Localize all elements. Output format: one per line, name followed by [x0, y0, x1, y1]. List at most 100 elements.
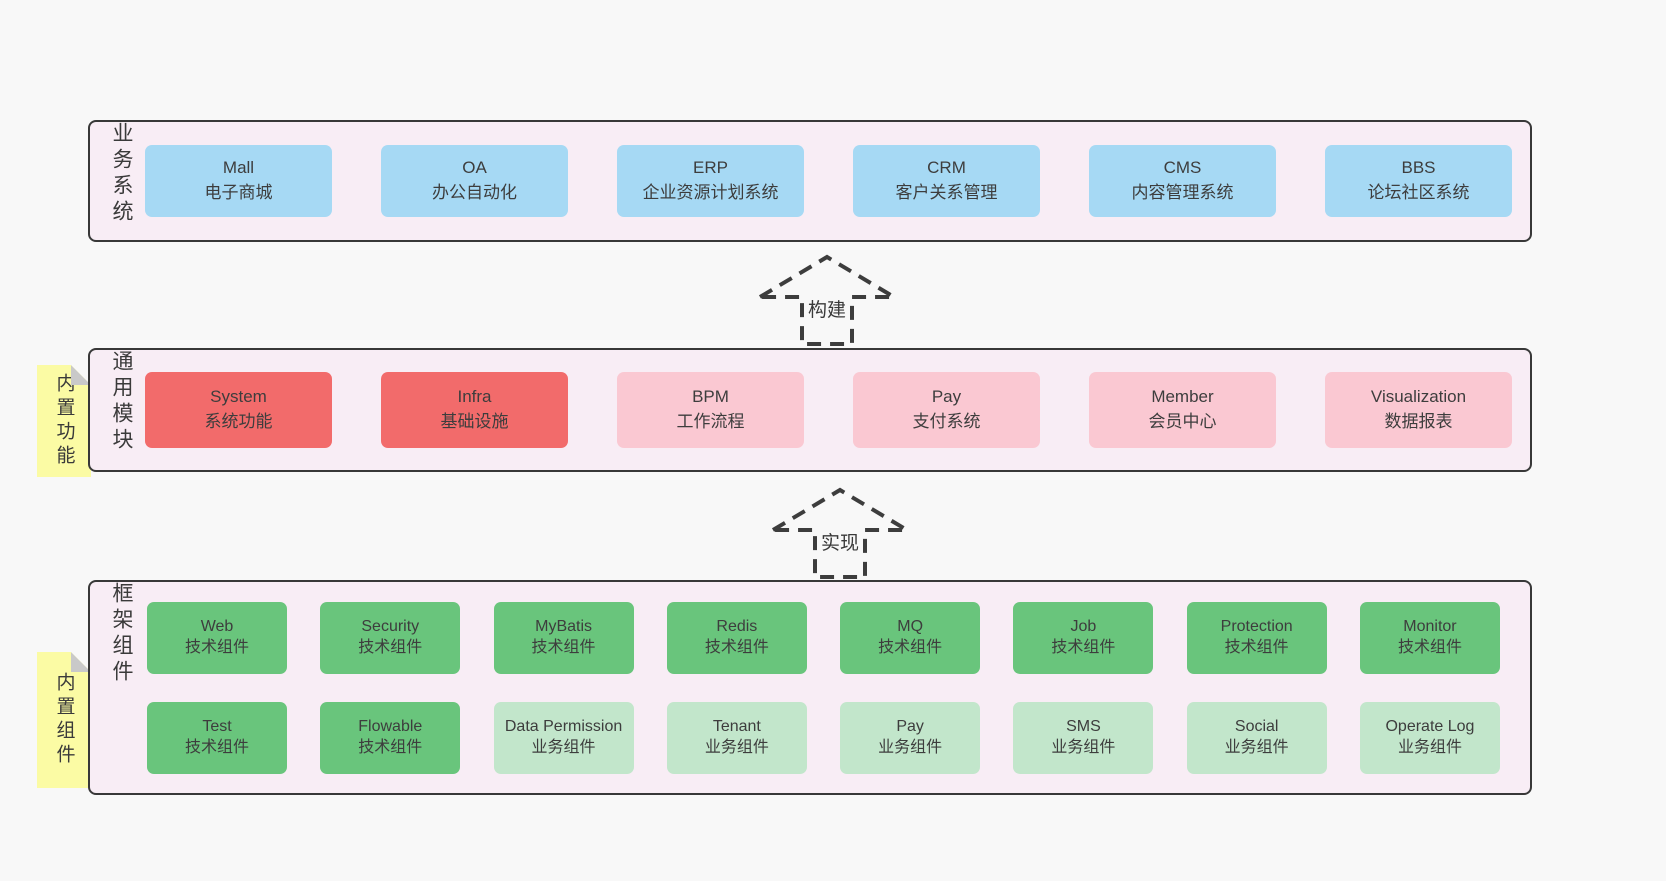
box-sms: SMS 业务组件	[1013, 702, 1154, 774]
box-name: Tenant	[712, 718, 761, 736]
box-name: CRM	[927, 158, 966, 178]
box-desc: 系统功能	[204, 412, 273, 431]
box-infra: Infra 基础设施	[381, 372, 568, 448]
box-mybatis: MyBatis 技术组件	[493, 602, 634, 674]
components-rows: Web 技术组件 Security 技术组件 MyBatis 技术组件 Redi…	[147, 602, 1500, 774]
box-name: BBS	[1401, 158, 1436, 178]
box-desc: 业务组件	[1397, 739, 1462, 756]
box-desc: 技术组件	[1051, 639, 1116, 656]
box-visualization: Visualization 数据报表	[1325, 372, 1512, 448]
box-bpm: BPM 工作流程	[617, 372, 804, 448]
box-name: Security	[361, 618, 420, 636]
band-business-systems: 业务系统 Mall 电子商城 OA 办公自动化 ERP 企业资源计划系统 CRM…	[88, 120, 1532, 242]
box-desc: 技术组件	[184, 639, 249, 656]
box-name: Member	[1151, 387, 1214, 407]
box-name: Redis	[716, 618, 758, 636]
sticky-label: 内置功能	[53, 373, 75, 469]
band-common-modules: 通用模块 System 系统功能 Infra 基础设施 BPM 工作流程 Pay…	[88, 348, 1532, 472]
arrow-implement: 实现	[755, 486, 925, 581]
box-data-permission: Data Permission 业务组件	[493, 702, 634, 774]
box-desc: 技术组件	[358, 639, 423, 656]
box-desc: 数据报表	[1384, 412, 1453, 431]
box-desc: 业务组件	[531, 739, 596, 756]
box-name: Visualization	[1370, 387, 1467, 407]
box-mq: MQ 技术组件	[840, 602, 981, 674]
sticky-note-built-in-features: 内置功能	[37, 365, 91, 477]
box-name: ERP	[693, 158, 728, 178]
box-operate-log: Operate Log 业务组件	[1359, 702, 1500, 774]
sticky-note-built-in-components: 内置组件	[37, 652, 91, 788]
box-desc: 客户关系管理	[895, 183, 998, 202]
box-desc: 技术组件	[1224, 639, 1289, 656]
box-name: Protection	[1220, 618, 1293, 636]
box-erp: ERP 企业资源计划系统	[617, 145, 804, 217]
box-name: Test	[202, 718, 232, 736]
box-desc: 支付系统	[912, 412, 981, 431]
arrow-implement-label: 实现	[755, 528, 925, 555]
dashed-up-arrow-icon	[752, 254, 902, 346]
box-desc: 基础设施	[440, 412, 509, 431]
box-name: SMS	[1066, 718, 1101, 736]
box-desc: 企业资源计划系统	[642, 183, 779, 202]
business-box-row: Mall 电子商城 OA 办公自动化 ERP 企业资源计划系统 CRM 客户关系…	[145, 122, 1512, 240]
box-name: BPM	[692, 387, 729, 407]
box-name: Operate Log	[1385, 718, 1475, 736]
box-name: MQ	[897, 618, 924, 636]
box-desc: 工作流程	[676, 412, 745, 431]
arrow-build-label: 构建	[742, 295, 912, 322]
box-desc: 技术组件	[358, 739, 423, 756]
box-name: Infra	[457, 387, 492, 407]
box-name: Job	[1070, 618, 1097, 636]
box-desc: 技术组件	[531, 639, 596, 656]
components-row-2: Test 技术组件 Flowable 技术组件 Data Permission …	[147, 702, 1500, 774]
box-oa: OA 办公自动化	[381, 145, 568, 217]
box-name: Data Permission	[504, 718, 623, 736]
box-pay-module: Pay 支付系统	[853, 372, 1040, 448]
modules-box-row: System 系统功能 Infra 基础设施 BPM 工作流程 Pay 支付系统…	[145, 350, 1512, 470]
arrow-build: 构建	[742, 253, 912, 348]
fold-corner-icon	[71, 365, 91, 385]
box-desc: 技术组件	[878, 639, 943, 656]
band-label-business-systems: 业务系统	[110, 122, 133, 226]
fold-corner-icon	[71, 652, 91, 672]
box-test: Test 技术组件	[147, 702, 287, 774]
box-system: System 系统功能	[145, 372, 332, 448]
box-name: Web	[200, 618, 234, 636]
box-job: Job 技术组件	[1013, 602, 1154, 674]
sticky-label: 内置组件	[53, 672, 75, 768]
dashed-up-arrow-icon	[765, 487, 915, 579]
box-name: System	[210, 387, 267, 407]
band-label-common-modules: 通用模块	[110, 350, 133, 454]
box-desc: 技术组件	[704, 639, 769, 656]
box-desc: 内容管理系统	[1131, 183, 1234, 202]
box-member: Member 会员中心	[1089, 372, 1276, 448]
band-label-framework-components: 框架组件	[110, 582, 133, 686]
box-protection: Protection 技术组件	[1186, 602, 1327, 674]
components-row-1: Web 技术组件 Security 技术组件 MyBatis 技术组件 Redi…	[147, 602, 1500, 674]
box-name: MyBatis	[535, 618, 593, 636]
box-desc: 业务组件	[1051, 739, 1116, 756]
box-desc: 技术组件	[184, 739, 249, 756]
box-desc: 业务组件	[704, 739, 769, 756]
box-mall: Mall 电子商城	[145, 145, 332, 217]
box-crm: CRM 客户关系管理	[853, 145, 1040, 217]
box-tenant: Tenant 业务组件	[666, 702, 807, 774]
box-name: OA	[462, 158, 487, 178]
box-flowable: Flowable 技术组件	[320, 702, 461, 774]
box-bbs: BBS 论坛社区系统	[1325, 145, 1512, 217]
band-framework-components: 框架组件 Web 技术组件 Security 技术组件 MyBatis 技术组件…	[88, 580, 1532, 795]
box-name: Social	[1234, 718, 1279, 736]
box-cms: CMS 内容管理系统	[1089, 145, 1276, 217]
box-web: Web 技术组件	[147, 602, 287, 674]
box-pay-component: Pay 业务组件	[840, 702, 981, 774]
box-security: Security 技术组件	[320, 602, 461, 674]
box-desc: 会员中心	[1148, 412, 1217, 431]
box-desc: 办公自动化	[432, 183, 517, 202]
box-desc: 技术组件	[1397, 639, 1462, 656]
box-name: Mall	[222, 158, 255, 178]
box-name: CMS	[1163, 158, 1202, 178]
box-name: Monitor	[1403, 618, 1457, 636]
box-redis: Redis 技术组件	[666, 602, 807, 674]
box-desc: 业务组件	[878, 739, 943, 756]
box-desc: 论坛社区系统	[1367, 183, 1470, 202]
